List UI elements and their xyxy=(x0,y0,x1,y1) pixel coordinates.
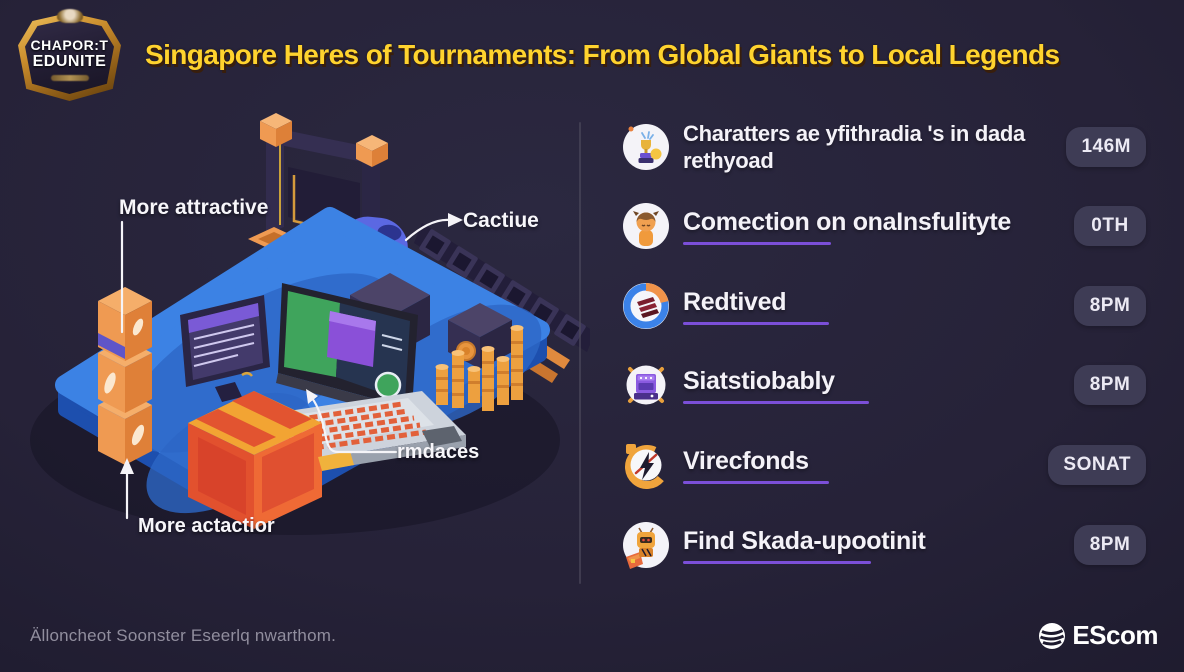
chart-ring-icon xyxy=(623,283,669,329)
orange-box-tower xyxy=(98,287,152,465)
item-title-line2: rethyoad xyxy=(683,148,774,173)
label-cactiue: Cactiue xyxy=(463,209,539,232)
frame-structure xyxy=(248,113,388,267)
footer-caption: Älloncheot Soonster Eseerlq nwarthom. xyxy=(30,626,337,645)
item-underline xyxy=(683,401,869,404)
gift-box xyxy=(188,391,354,529)
robot-flag-icon xyxy=(623,522,669,569)
stat-badge: 146M xyxy=(1066,127,1146,167)
item-underline xyxy=(683,561,871,564)
item-underline xyxy=(683,481,829,484)
list-item: Comection on onaInsfulityte 0TH xyxy=(622,196,1146,256)
item-underline xyxy=(683,322,829,325)
event-badge: CHAPOR:T EDUNITE xyxy=(18,8,121,101)
badge-face: CHAPOR:T EDUNITE xyxy=(25,18,114,94)
item-title[interactable]: Virecfonds xyxy=(683,447,809,475)
stat-badge: 0TH xyxy=(1074,206,1146,246)
item-title[interactable]: Find Skada-upootinit xyxy=(683,527,926,555)
item-title[interactable]: Comection on onaInsfulityte xyxy=(683,208,1012,236)
stat-badge: 8PM xyxy=(1074,286,1146,326)
stopwatch-lightning-icon xyxy=(625,444,669,489)
badge-crest-icon xyxy=(56,9,83,23)
laptop xyxy=(248,283,466,475)
trophy-character-icon xyxy=(623,124,669,170)
badge-line2: EDUNITE xyxy=(32,53,107,71)
page-title: Singapore Heres of Tournaments: From Glo… xyxy=(145,39,1060,70)
list-item: Siatstiobably 8PM xyxy=(622,355,1146,415)
stat-badge: 8PM xyxy=(1074,525,1146,565)
coin-stacks xyxy=(435,325,524,411)
monitor xyxy=(180,295,270,402)
stat-badge: 8PM xyxy=(1074,365,1146,405)
isometric-illustration xyxy=(30,113,590,535)
brand-name: EScom xyxy=(1072,620,1158,650)
globe-stripes-icon xyxy=(1039,622,1066,649)
list-item: Redtived 8PM xyxy=(622,276,1146,336)
label-more-actactior: More actactior xyxy=(138,515,275,537)
item-title[interactable]: Redtived xyxy=(683,288,787,316)
label-more-attractive: More attractive xyxy=(119,196,269,219)
badge-subtext-decoration xyxy=(50,74,89,81)
list-item: Virecfonds SONAT xyxy=(622,435,1146,495)
item-title[interactable]: Siatstiobably xyxy=(683,367,835,395)
item-title: Charatters ae yfithradia 's in dada xyxy=(683,120,1025,146)
section-divider xyxy=(579,122,581,584)
stat-badge: SONAT xyxy=(1048,445,1146,485)
label-rmdaces: rmdaces xyxy=(397,441,480,463)
list-item: Charatters ae yfithradia 's in dada reth… xyxy=(622,112,1146,182)
item-underline xyxy=(683,242,831,245)
brand-logo: EScom xyxy=(1038,620,1158,651)
badge-line1: CHAPOR:T xyxy=(30,37,109,54)
mascot-person-icon xyxy=(623,203,669,249)
arcade-machine-icon xyxy=(626,365,666,405)
list-item: Find Skada-upootinit 8PM xyxy=(622,515,1146,575)
